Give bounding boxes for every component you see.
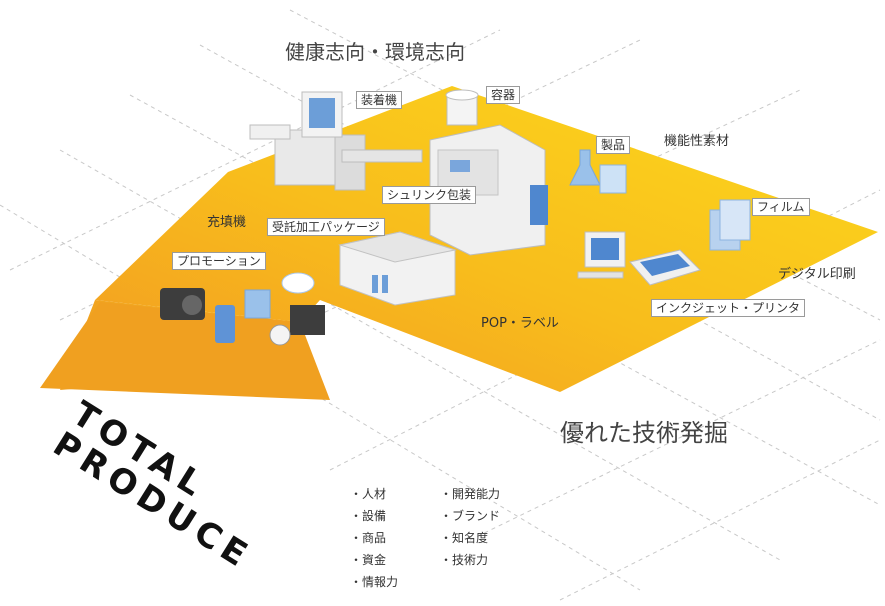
label-digital-print: デジタル印刷 (778, 267, 856, 282)
promotion-illustration (160, 272, 325, 346)
label-products: 製品 (596, 136, 631, 154)
health-environment-heading: 健康志向・環境志向 (285, 40, 465, 64)
label-mounting-machine: 装着機 (356, 91, 403, 109)
list-item: 人材 (350, 483, 398, 505)
label-film: フィルム (752, 198, 810, 216)
list-item: 資金 (350, 549, 398, 571)
list-item: 知名度 (440, 527, 500, 549)
list-item: 開発能力 (440, 483, 500, 505)
mounting-machine-illustration (249, 91, 423, 191)
container-illustration (445, 89, 479, 126)
label-promotion: プロモーション (172, 252, 266, 270)
tech-discovery-heading: 優れた技術発掘 (560, 419, 728, 447)
label-inkjet-printer: インクジェット・プリンタ (651, 299, 806, 317)
resource-list-right: 開発能力 ブランド 知名度 技術力 (440, 483, 500, 571)
list-item: 設備 (350, 505, 398, 527)
inkjet-printer-illustration (577, 231, 701, 286)
label-container: 容器 (486, 86, 521, 104)
arrow-head (40, 302, 330, 400)
label-shrink-wrap: シュリンク包装 (382, 186, 477, 204)
list-item: 情報力 (350, 571, 398, 593)
contract-packaging-illustration (338, 231, 457, 306)
shrink-wrap-machine-illustration (429, 124, 548, 256)
list-item: ブランド (440, 505, 500, 527)
list-item: 技術力 (440, 549, 500, 571)
label-functional-material: 機能性素材 (664, 134, 730, 149)
total-produce-text: TOTAL PRODUCE (46, 394, 259, 578)
list-item: 商品 (350, 527, 398, 549)
label-filling-machine: 充填機 (207, 215, 247, 230)
film-illustration (709, 199, 751, 251)
label-pop-label: POP・ラベル (481, 316, 559, 331)
label-contract-packaging: 受託加工パッケージ (267, 218, 385, 236)
resource-list-left: 人材 設備 商品 資金 情報力 (350, 483, 398, 593)
product-beakers-illustration (569, 149, 627, 194)
